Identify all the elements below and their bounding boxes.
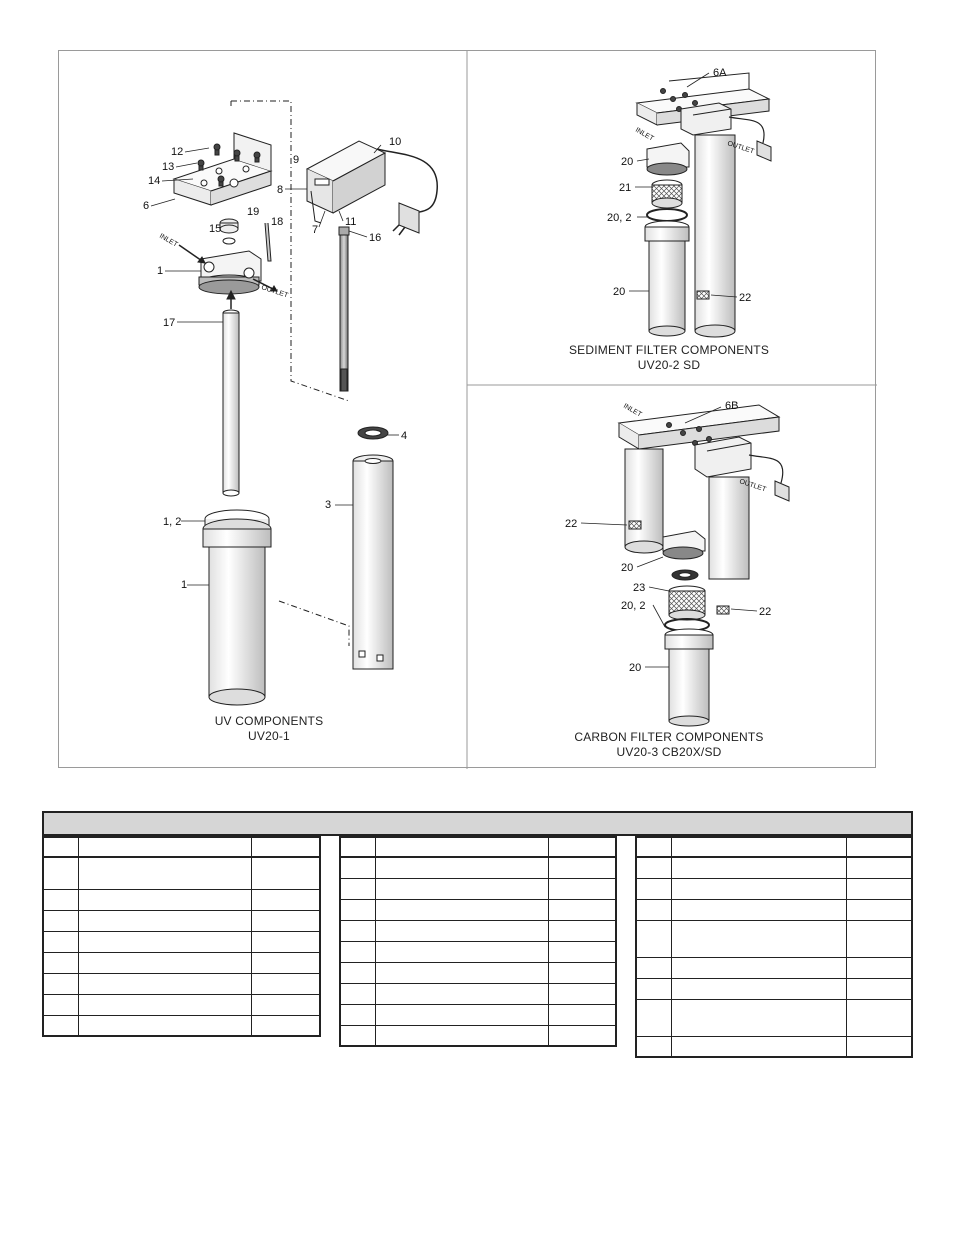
- table-row: [339, 919, 617, 942]
- table-row: [635, 856, 913, 879]
- callout-8: 8: [277, 184, 283, 196]
- table-row: [42, 951, 321, 974]
- carbon-filter-drawing: [617, 404, 790, 727]
- carbon-caption-model: UV20-3 CB20X/SD: [616, 745, 722, 759]
- o-ring-washer: [222, 237, 236, 245]
- power-plug: [392, 202, 420, 236]
- exploded-diagram-frame: 12 13 14 6 15 1 17 19 18 9 10 8 7 11 16 …: [58, 50, 877, 769]
- uv-panel-caption: UV COMPONENTS UV20-1: [179, 714, 359, 744]
- callout-15: 15: [209, 223, 221, 235]
- uv-leader-line-lower: [278, 600, 350, 646]
- inlet-label-carbon: INLET: [622, 403, 643, 419]
- subtable-3-head: [635, 836, 913, 858]
- table-row: [339, 982, 617, 1005]
- ballast-box: [305, 140, 387, 224]
- uv-leader-line: [230, 100, 350, 402]
- parts-list-table: [42, 811, 913, 1060]
- inlet-label-sed: INLET: [634, 127, 655, 143]
- callout-20-housing-sed: 20: [613, 286, 625, 298]
- table-row: [42, 972, 321, 995]
- callout-6b: 6B: [725, 400, 738, 412]
- table-row: [635, 998, 913, 1037]
- inlet-label-uv: INLET: [158, 233, 179, 249]
- lamp-shroud: [352, 454, 394, 670]
- callout-22-carbon-left: 22: [565, 518, 577, 530]
- callout-12: 12: [171, 146, 183, 158]
- callout-11: 11: [345, 216, 356, 228]
- power-cord: [376, 148, 438, 214]
- callout-16: 16: [369, 232, 381, 244]
- table-row: [42, 888, 321, 911]
- quartz-sleeve: [222, 309, 240, 497]
- sediment-filter-drawing: [635, 72, 772, 338]
- callout-22-carbon-right: 22: [759, 606, 771, 618]
- callout-1-2: 1, 2: [163, 516, 181, 528]
- callout-19: 19: [247, 206, 259, 218]
- parts-subtable-3: [635, 836, 913, 1058]
- table-row: [635, 877, 913, 900]
- callout-22-sed: 22: [739, 292, 751, 304]
- callout-9: 9: [293, 154, 299, 166]
- sediment-caption-title: SEDIMENT FILTER COMPONENTS: [568, 343, 770, 357]
- callout-3: 3: [325, 499, 331, 511]
- callout-20-2-carbon: 20, 2: [621, 600, 645, 612]
- uv-components-drawing: [172, 100, 438, 706]
- table-row: [635, 1035, 913, 1058]
- temperature-probe: [264, 222, 272, 262]
- table-row: [339, 961, 617, 984]
- subtable-2-head: [339, 836, 617, 858]
- callout-18: 18: [271, 216, 283, 228]
- table-row: [42, 1014, 321, 1037]
- table-row: [339, 877, 617, 900]
- callout-6a: 6A: [713, 67, 727, 79]
- sediment-caption-model: UV20-2 SD: [637, 358, 701, 372]
- exploded-parts-diagram: 12 13 14 6 15 1 17 19 18 9 10 8 7 11 16 …: [143, 51, 877, 769]
- table-row: [339, 898, 617, 921]
- callout-10: 10: [389, 136, 401, 148]
- table-row: [635, 898, 913, 921]
- table-row: [339, 1024, 617, 1047]
- callout-20-housing-carbon: 20: [629, 662, 641, 674]
- lamp-cap: [357, 426, 389, 440]
- table-row: [42, 930, 321, 953]
- callout-4: 4: [401, 430, 407, 442]
- outlet-label-uv: OUTLET: [260, 284, 289, 299]
- parts-subtable-1: [42, 836, 321, 1037]
- subtable-1-head: [42, 836, 321, 858]
- table-row: [635, 956, 913, 979]
- callout-1-housing: 1: [181, 579, 187, 591]
- callout-17: 17: [163, 317, 175, 329]
- callout-13: 13: [162, 161, 174, 173]
- callout-20-head-carbon: 20: [621, 562, 633, 574]
- table-row: [42, 993, 321, 1016]
- uv-housing: [202, 509, 272, 706]
- sediment-panel-caption: SEDIMENT FILTER COMPONENTS UV20-2 SD: [549, 343, 789, 373]
- uv-filter-head: [198, 250, 262, 295]
- callout-7: 7: [312, 224, 318, 236]
- table-row: [635, 977, 913, 1000]
- callout-6: 6: [143, 200, 149, 212]
- table-row: [339, 1003, 617, 1026]
- table-row: [42, 856, 321, 890]
- mounting-bracket: [172, 132, 273, 206]
- uv-caption-title: UV COMPONENTS: [214, 714, 324, 728]
- table-row: [42, 909, 321, 932]
- parts-subtable-2: [339, 836, 617, 1047]
- callout-23: 23: [633, 582, 645, 594]
- callout-20-2-sed: 20, 2: [607, 212, 631, 224]
- callout-1-head: 1: [157, 265, 163, 277]
- table-row: [339, 856, 617, 879]
- table-row: [339, 940, 617, 963]
- carbon-panel-caption: CARBON FILTER COMPONENTS UV20-3 CB20X/SD: [549, 730, 789, 760]
- uv-lamp: [338, 226, 350, 392]
- bracket-screws: [197, 143, 261, 187]
- parts-table-header-bar: [42, 811, 913, 836]
- table-row: [635, 919, 913, 958]
- callout-21: 21: [619, 182, 631, 194]
- callout-20-head: 20: [621, 156, 633, 168]
- uv-caption-model: UV20-1: [248, 729, 290, 743]
- carbon-caption-title: CARBON FILTER COMPONENTS: [574, 730, 764, 744]
- callout-14: 14: [148, 175, 160, 187]
